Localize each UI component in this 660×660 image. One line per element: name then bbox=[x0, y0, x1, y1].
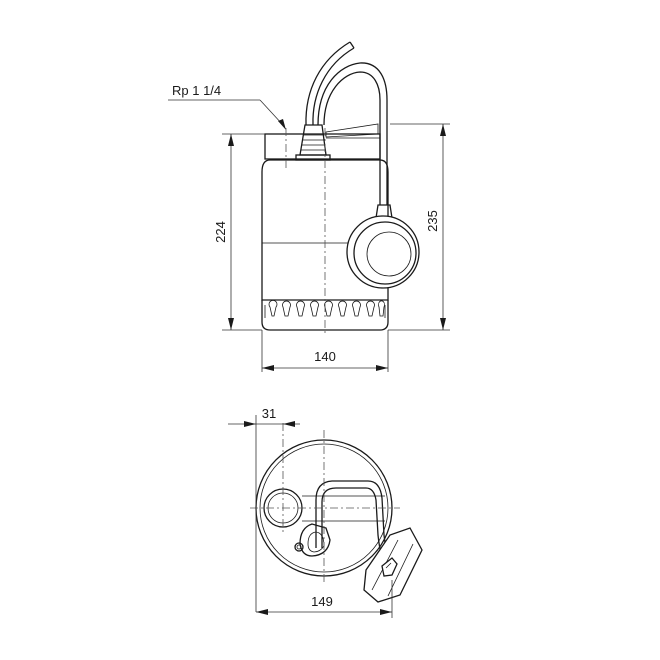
float-switch-top bbox=[363, 527, 423, 603]
dimension-149: 149 bbox=[256, 580, 393, 618]
width-label-top: 149 bbox=[311, 594, 333, 609]
thread-label: Rp 1 1/4 bbox=[172, 83, 221, 98]
offset-label: 31 bbox=[262, 406, 276, 421]
side-view: Rp 1 1/4 bbox=[168, 41, 450, 372]
top-view: 31 149 bbox=[228, 406, 423, 618]
dimension-31: 31 bbox=[228, 406, 300, 612]
cable-gland bbox=[295, 124, 331, 161]
strainer-base bbox=[261, 299, 389, 331]
gland-bracket bbox=[294, 523, 331, 557]
handle-bar bbox=[302, 495, 385, 522]
float-cable bbox=[317, 62, 388, 205]
housing-outline bbox=[255, 439, 393, 577]
dimension-224: 224 bbox=[213, 133, 265, 331]
power-cable bbox=[305, 41, 355, 126]
float-switch bbox=[346, 204, 420, 289]
handle bbox=[325, 123, 380, 139]
height-total-label: 235 bbox=[425, 210, 440, 232]
width-label: 140 bbox=[314, 349, 336, 364]
thread-leader: Rp 1 1/4 bbox=[168, 83, 286, 130]
dimension-235: 235 bbox=[388, 123, 450, 331]
dimension-140: 140 bbox=[261, 330, 389, 372]
height-pump-label: 224 bbox=[213, 221, 228, 243]
